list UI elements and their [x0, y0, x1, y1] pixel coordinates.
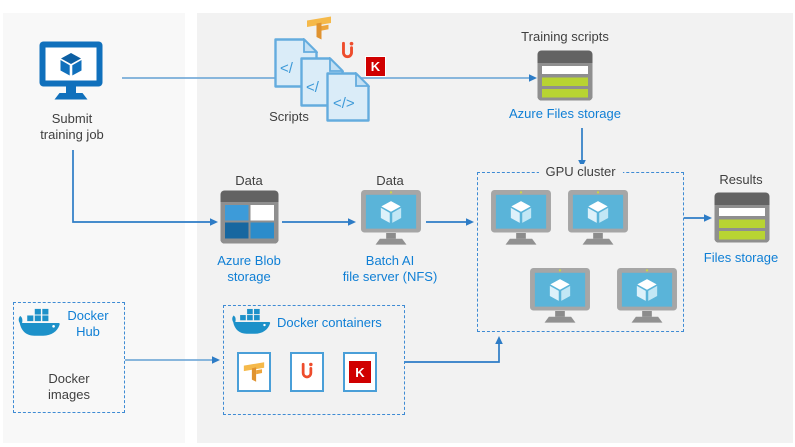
batch-ai-data-title: Data [376, 173, 404, 188]
code-glyph: </ [280, 60, 294, 77]
gpu-cluster-box: GPU cluster [477, 164, 684, 332]
batch-ai-file-server-label: Batch AI file server (NFS) [342, 253, 438, 285]
arrowhead-files-storage [529, 74, 537, 82]
training-scripts-title: Training scripts [521, 29, 609, 44]
docker-hub-title: Docker Hub [67, 308, 109, 340]
connector-submit-to-blob [72, 150, 211, 223]
gpu-vm-icon [491, 189, 551, 245]
arrowhead-blob [210, 218, 218, 226]
keras-icon: K [365, 56, 386, 77]
docker-containers-title: Docker containers [277, 315, 382, 330]
keras-letter: K [355, 364, 365, 380]
connector-containers-to-gpu [405, 343, 500, 363]
arrowhead-gpu-bottom [495, 336, 503, 344]
arrowhead-gpu-left [466, 218, 474, 226]
tensorflow-icon [243, 362, 265, 382]
pytorch-icon [301, 362, 313, 379]
files-storage-icon [714, 192, 770, 243]
azure-files-storage-label: Azure Files storage [509, 106, 621, 121]
gpu-cluster-title: GPU cluster [538, 164, 623, 179]
gpu-vm-icon [617, 267, 677, 323]
keras-letter: K [370, 59, 381, 74]
azure-blob-storage-label: Azure Blob storage [217, 253, 281, 285]
docker-hub-box [13, 302, 125, 413]
results-title: Results [719, 172, 763, 187]
tensorflow-container-box [237, 352, 271, 392]
blob-data-title: Data [235, 173, 263, 188]
azure-files-storage-icon [537, 50, 593, 101]
code-glyph: </> [333, 95, 355, 112]
code-glyph: </ [306, 79, 320, 96]
pytorch-container-box [290, 352, 324, 392]
scripts-label: Scripts [269, 109, 309, 124]
arrowhead-batch-ai [348, 218, 356, 226]
files-storage-label: Files storage [703, 250, 779, 265]
keras-container-box: K [343, 352, 377, 392]
tensorflow-icon [307, 16, 331, 40]
azure-blob-storage-icon [220, 190, 279, 244]
submit-job-label: Submit training job [40, 111, 104, 143]
pytorch-icon [342, 41, 354, 59]
docker-whale-icon [18, 308, 60, 336]
gpu-vm-icon [530, 267, 590, 323]
batch-ai-file-server-icon [361, 189, 421, 245]
submit-job-monitor-icon [39, 41, 103, 100]
docker-whale-icon [232, 308, 271, 334]
arrowhead-results [704, 214, 712, 222]
docker-images-label: Docker images [48, 371, 90, 403]
arrowhead-containers [212, 356, 220, 364]
code-file-icon: </> [326, 72, 370, 122]
docker-containers-box [223, 305, 405, 415]
keras-icon: K [349, 361, 371, 383]
gpu-vm-icon [568, 189, 628, 245]
